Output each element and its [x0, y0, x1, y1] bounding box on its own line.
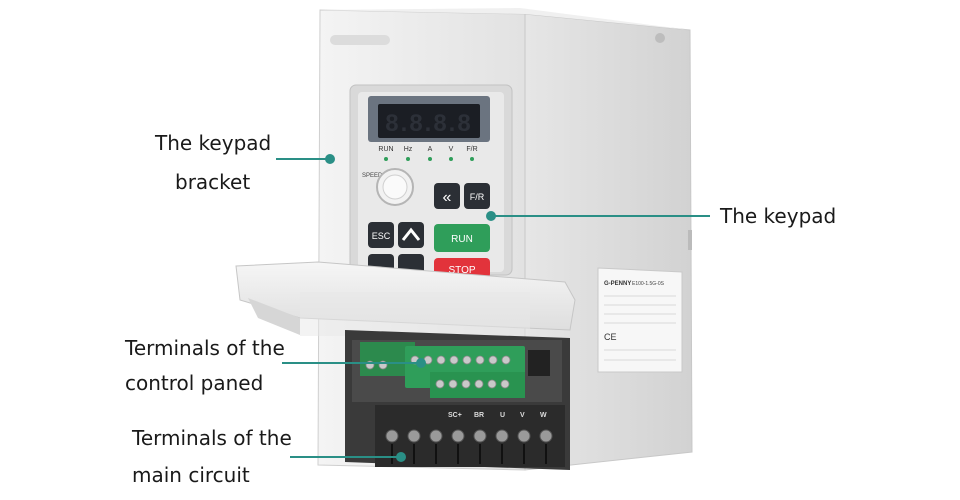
ce-mark: CE: [604, 332, 617, 342]
fr-key-label: F/R: [470, 192, 485, 202]
front-cover: [235, 261, 576, 336]
esc-key[interactable]: [368, 222, 394, 248]
terminal-mark-sc: SC+: [448, 412, 462, 419]
fr-key[interactable]: [464, 183, 490, 209]
indicator-fr: F/R: [466, 146, 477, 153]
chevron-up-icon: [401, 227, 421, 241]
run-key-label: RUN: [451, 234, 473, 245]
up-key[interactable]: [398, 222, 424, 248]
callout-main-terminals-line: [290, 456, 400, 458]
shift-key[interactable]: [434, 183, 460, 209]
terminal-mark-br: BR: [474, 412, 484, 419]
callout-main-terminals-dot: [396, 452, 406, 462]
indicator-a: A: [428, 146, 433, 153]
main-terminal-block: SC+ BR U V W: [375, 405, 565, 467]
indicator-v: V: [449, 146, 454, 153]
callout-main-terminals-line1: Terminals of the: [132, 426, 292, 450]
model-label: E100-1.5G-0S: [632, 281, 665, 287]
callout-keypad-bracket-dot: [325, 154, 335, 164]
terminal-mark-w: W: [540, 412, 547, 419]
callout-control-terminals-dot: [416, 358, 426, 368]
indicator-run: RUN: [378, 146, 393, 153]
brand-label: G-PENNY: [604, 281, 631, 287]
callout-keypad-bracket-line2: bracket: [175, 170, 251, 194]
callout-keypad-dot: [486, 211, 496, 221]
callout-control-terminals-line2: control paned: [125, 371, 264, 395]
callout-main-terminals-line2: main circuit: [132, 463, 250, 487]
stop-key-label: STOP: [448, 265, 475, 276]
keypad: 8.8.8.8 RUN Hz A V F/R SPEED « F/R ESC R…: [362, 96, 490, 278]
terminal-mark-v: V: [520, 412, 525, 419]
indicator-hz: Hz: [404, 146, 413, 153]
esc-key-label: ESC: [372, 231, 391, 241]
display-digits: 8.8.8.8: [385, 110, 472, 137]
terminal-mark-u: U: [500, 412, 505, 419]
callout-control-terminals-line: [282, 362, 420, 364]
callout-keypad-bracket-line: [276, 158, 330, 160]
speed-label: SPEED: [362, 173, 383, 179]
run-key[interactable]: [434, 224, 490, 252]
nameplate: G-PENNY E100-1.5G-0S CE: [597, 267, 683, 373]
callout-keypad: The keypad: [720, 204, 837, 228]
callout-keypad-bracket-line1: The keypad: [155, 131, 272, 155]
callout-keypad-line: [492, 215, 710, 217]
control-terminal-board: [360, 342, 550, 398]
callout-control-terminals-line1: Terminals of the: [125, 336, 285, 360]
shift-key-label: «: [443, 189, 452, 206]
